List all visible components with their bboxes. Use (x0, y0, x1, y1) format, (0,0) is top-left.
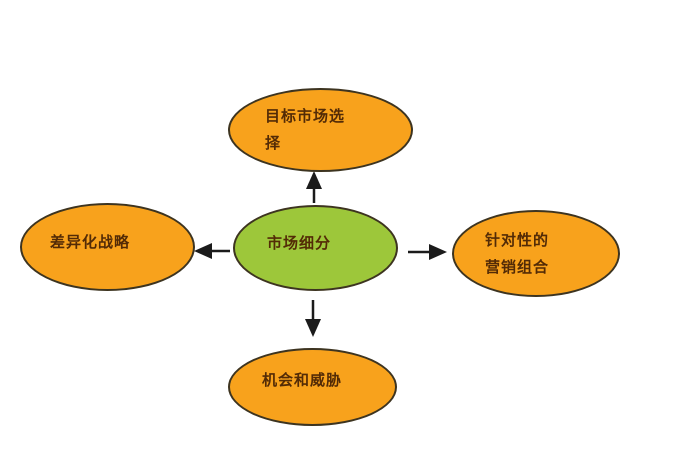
node-label: 市场细分 (267, 233, 332, 252)
node-label: 针对性的营销组合 (485, 230, 550, 276)
node-label: 差异化战略 (50, 232, 131, 251)
arrow-down-icon (305, 300, 321, 337)
arrow-left-icon (194, 243, 230, 259)
node-label: 目标市场选择 (265, 107, 346, 152)
node-market-segmentation: 市场细分 (233, 205, 398, 291)
arrow-right-icon (408, 244, 447, 260)
node-opportunities-and-threats: 机会和威胁 (228, 348, 397, 426)
node-target-market-selection: 目标市场选择 (228, 88, 413, 172)
node-label: 机会和威胁 (262, 370, 343, 389)
arrow-up-icon (306, 171, 322, 203)
node-targeted-marketing-mix: 针对性的营销组合 (452, 210, 620, 297)
node-differentiation-strategy: 差异化战略 (20, 203, 195, 291)
